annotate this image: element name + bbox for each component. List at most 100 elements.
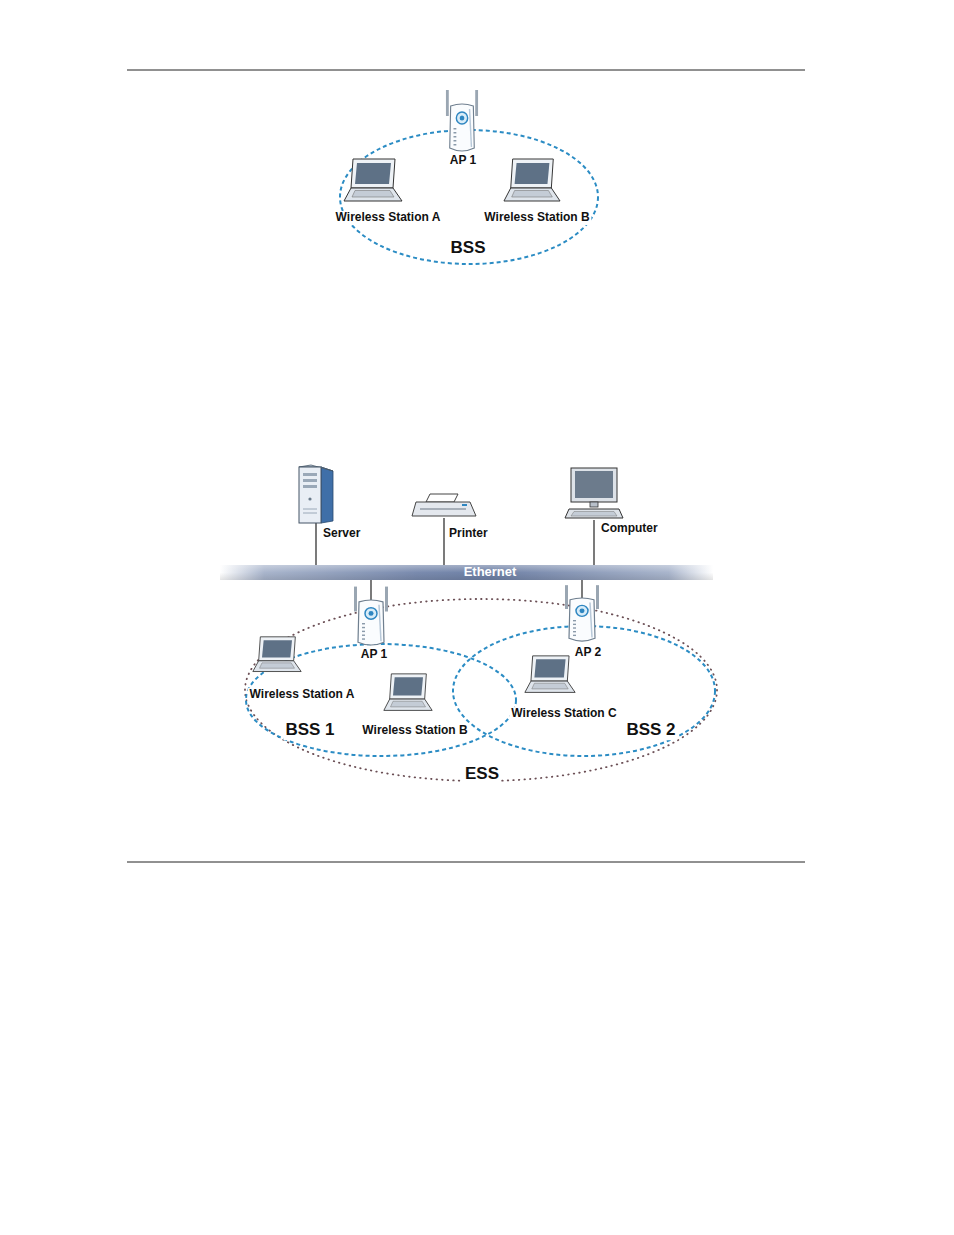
device-label: Wireless Station A bbox=[248, 688, 357, 702]
ap-led bbox=[454, 128, 457, 130]
ap-led bbox=[573, 627, 576, 628]
ap-led bbox=[362, 631, 365, 632]
access-point: AP 1 bbox=[353, 600, 389, 646]
device-label: Printer bbox=[447, 527, 490, 541]
server-icon bbox=[299, 465, 333, 523]
ap-led bbox=[362, 638, 365, 639]
desktop-computer: Computer bbox=[565, 468, 623, 520]
ap-logo bbox=[456, 112, 467, 124]
ap-body bbox=[569, 598, 595, 641]
wireless-station: Wireless Station B bbox=[503, 158, 561, 204]
laptop-keyboard bbox=[391, 701, 426, 707]
desktop-computer-shape bbox=[565, 468, 623, 520]
drive-slot bbox=[303, 473, 317, 476]
paper-slot bbox=[420, 508, 466, 509]
ap-led bbox=[573, 631, 576, 632]
network-cable bbox=[593, 520, 594, 565]
monitor-screen bbox=[575, 471, 613, 498]
network-cable bbox=[443, 518, 444, 565]
ethernet-band: Ethernet bbox=[220, 565, 713, 580]
server-tower: Server bbox=[297, 465, 335, 523]
ap-led bbox=[454, 144, 457, 146]
ap-edge bbox=[470, 109, 472, 147]
network-cable bbox=[581, 580, 582, 598]
laptop-icon bbox=[525, 656, 575, 693]
computer-icon bbox=[565, 468, 623, 518]
bss-ellipse: BSS 1 AP 1 Wireless Station A Wireless Stat… bbox=[245, 643, 517, 757]
access-point-shape bbox=[445, 104, 479, 152]
device-label: AP 1 bbox=[448, 154, 478, 168]
vent bbox=[303, 513, 317, 514]
wireless-station-shape bbox=[383, 673, 433, 713]
server-side bbox=[321, 467, 333, 523]
ap-led bbox=[362, 635, 365, 636]
ap-edge bbox=[379, 605, 381, 641]
ap-logo-dot bbox=[369, 611, 374, 616]
access-point-shape bbox=[564, 598, 600, 642]
bss-ellipse: BSS AP 1 Wireless Station A Wireless Statio… bbox=[339, 129, 599, 265]
bss-ellipse: BSS 2 AP 2 Wireless Station C bbox=[452, 625, 716, 757]
laptop-lid bbox=[511, 159, 554, 188]
printer-body bbox=[412, 502, 476, 516]
ellipse-outline bbox=[453, 626, 715, 756]
laptop-lid bbox=[259, 637, 296, 661]
drive-slot bbox=[303, 479, 317, 482]
group-label: BSS 2 bbox=[624, 720, 677, 740]
monitor bbox=[571, 468, 617, 502]
printer-icon bbox=[412, 494, 476, 516]
drive-slot bbox=[303, 485, 317, 488]
device-label: AP 1 bbox=[359, 648, 389, 662]
monitor-neck bbox=[590, 502, 598, 507]
ap-led bbox=[362, 627, 365, 628]
laptop-screen bbox=[534, 659, 565, 677]
ap-led bbox=[573, 624, 576, 625]
ap-led bbox=[573, 620, 576, 621]
ap-icon bbox=[354, 587, 388, 645]
device-label: Wireless Station C bbox=[509, 707, 618, 721]
keys bbox=[571, 512, 617, 517]
antenna bbox=[565, 585, 568, 609]
wireless-station: Wireless Station A bbox=[343, 158, 403, 204]
group-label: BSS bbox=[449, 238, 488, 258]
top-rule bbox=[127, 70, 805, 71]
ap-logo-dot bbox=[580, 609, 585, 614]
ap-icon bbox=[565, 585, 599, 641]
power-button bbox=[308, 497, 311, 500]
ap-led bbox=[454, 140, 457, 142]
laptop-screen bbox=[355, 163, 391, 184]
bottom-rule bbox=[127, 862, 805, 863]
laptop-base bbox=[504, 188, 560, 201]
laptop-keyboard bbox=[260, 663, 295, 668]
wireless-station: Wireless Station A bbox=[252, 636, 302, 674]
ap-led bbox=[454, 132, 457, 134]
device-label: AP 2 bbox=[573, 646, 603, 660]
antenna bbox=[446, 90, 449, 116]
ap-led bbox=[362, 623, 365, 624]
network-cable bbox=[315, 523, 316, 565]
group-label: ESS bbox=[463, 764, 501, 784]
laptop-base bbox=[344, 188, 402, 201]
ap-led bbox=[573, 635, 576, 636]
group-label: BSS 1 bbox=[283, 720, 336, 740]
laptop-icon bbox=[253, 637, 301, 672]
ellipse-outline bbox=[245, 599, 717, 781]
wireless-station-shape bbox=[524, 655, 576, 695]
device-label: Wireless Station A bbox=[334, 211, 443, 225]
laptop-base bbox=[384, 699, 432, 710]
laptop-lid bbox=[351, 159, 395, 188]
ap-edge bbox=[590, 603, 592, 638]
wireless-station: Wireless Station B bbox=[383, 673, 433, 713]
laptop-lid bbox=[390, 674, 427, 699]
server-front bbox=[299, 467, 321, 523]
device-label: Computer bbox=[599, 522, 660, 536]
printer-icon-shape bbox=[410, 494, 478, 518]
laptop-screen bbox=[393, 677, 423, 695]
device-label: Server bbox=[321, 527, 362, 541]
device-label: Ethernet bbox=[464, 565, 517, 580]
laptop-icon bbox=[384, 674, 432, 711]
laptop-base bbox=[253, 661, 301, 672]
